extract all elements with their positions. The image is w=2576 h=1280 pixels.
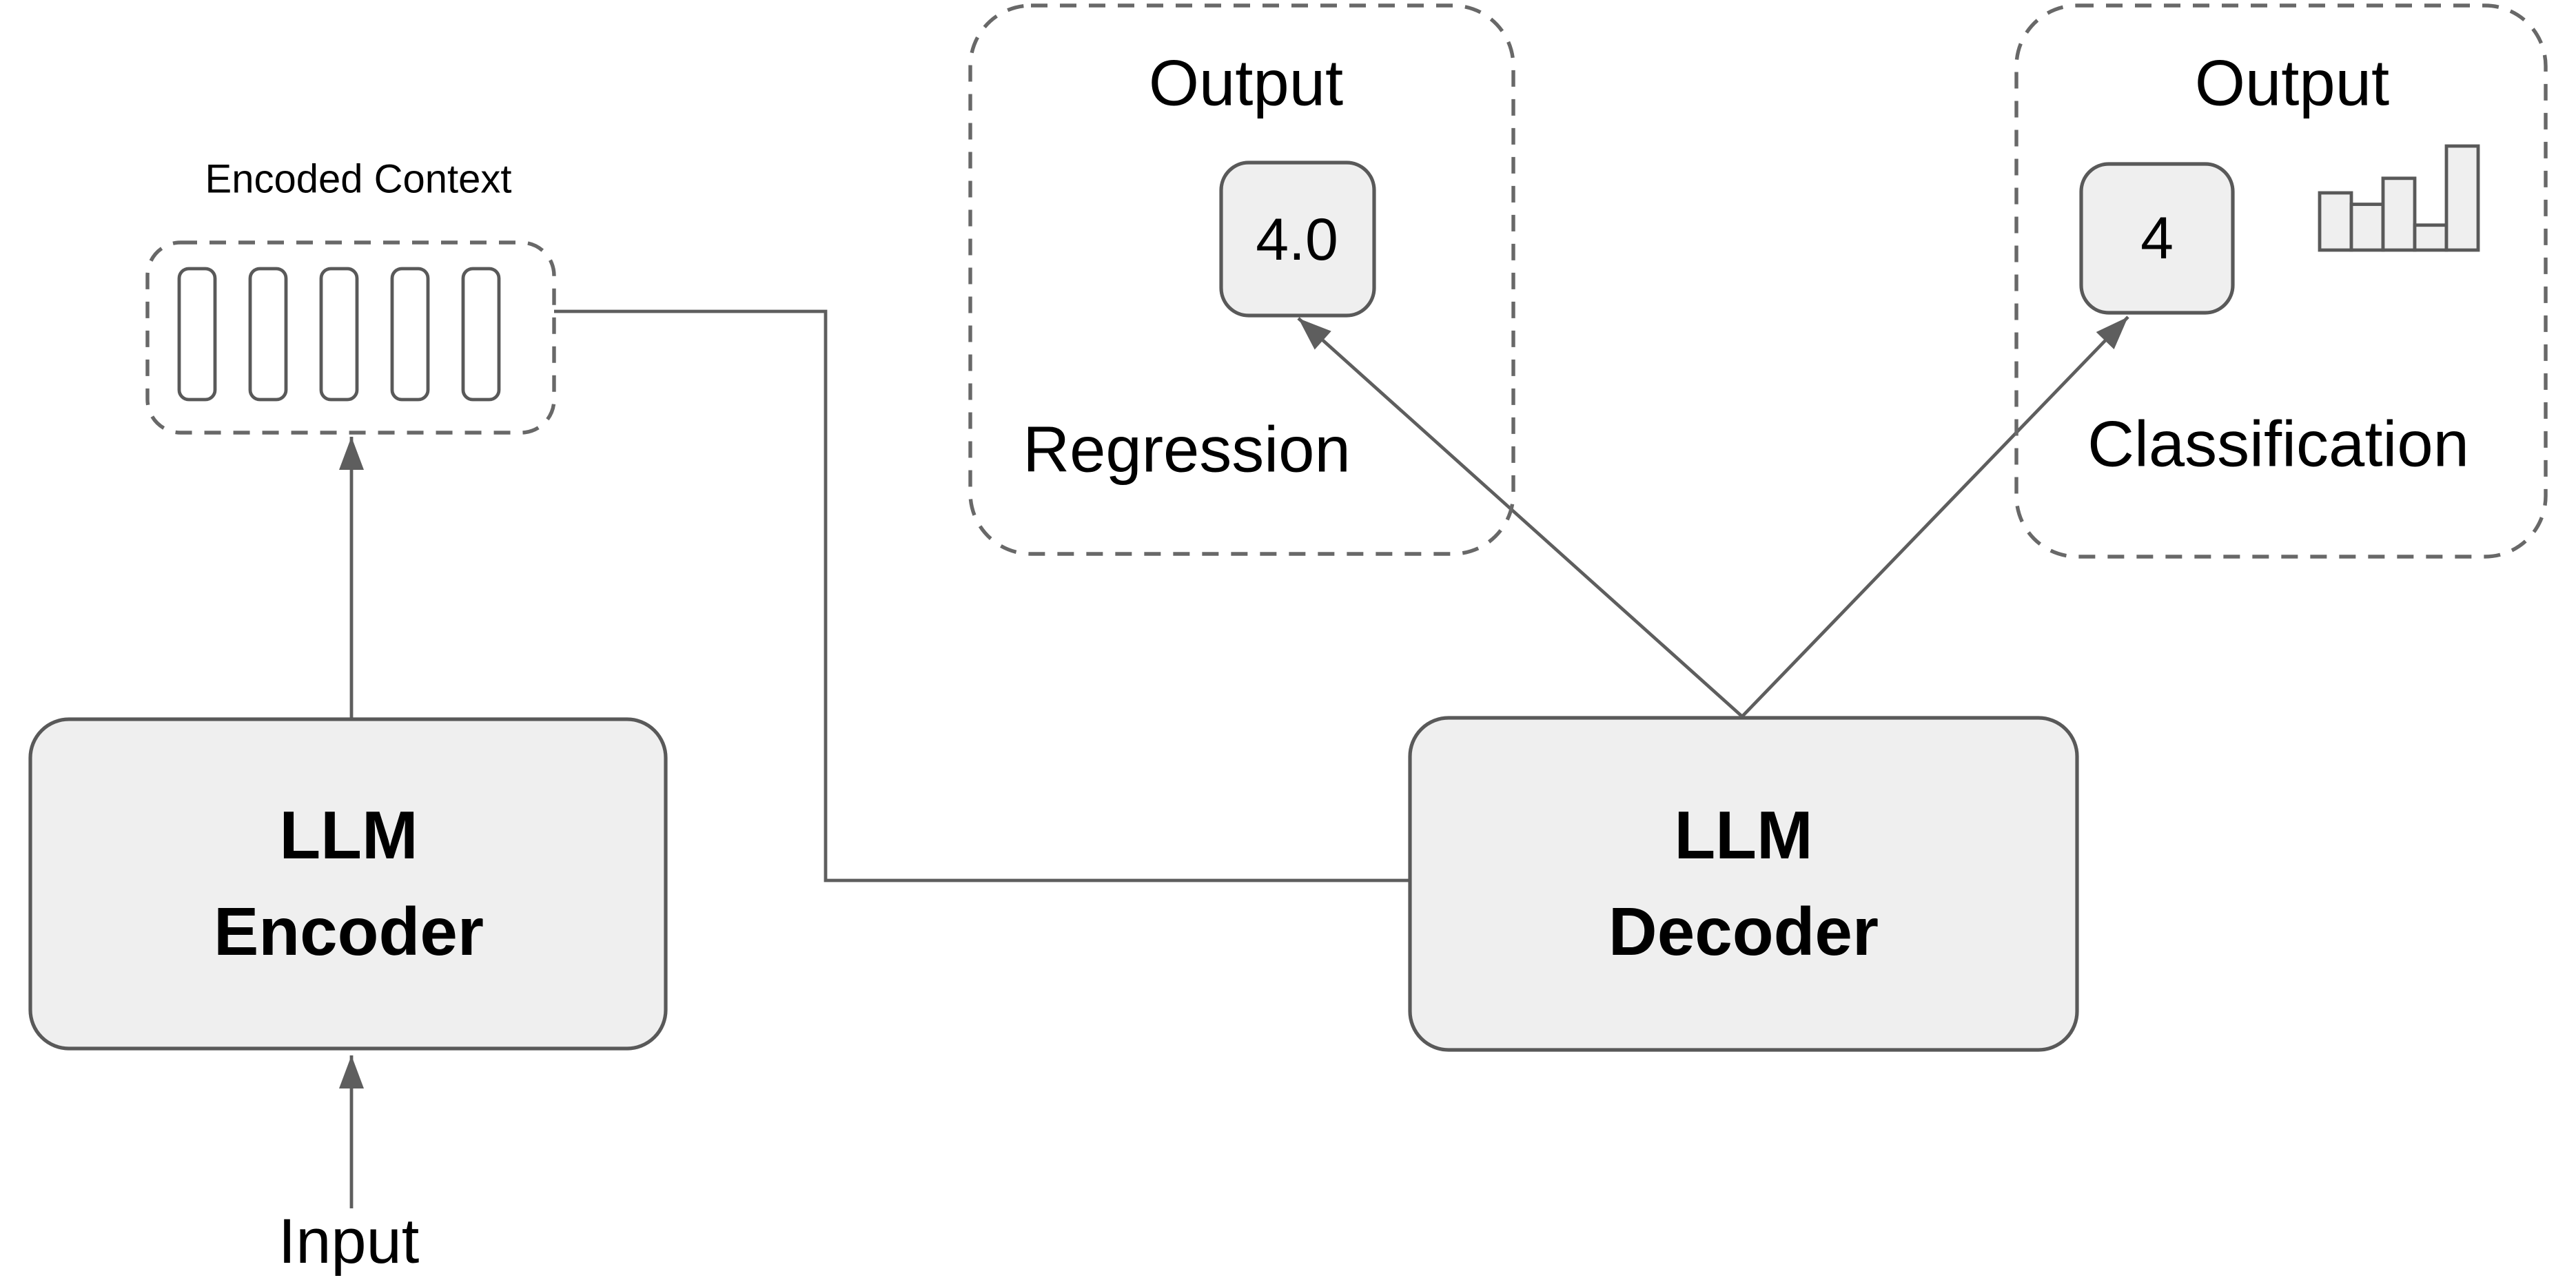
encoder-label-line2: Encoder — [214, 894, 484, 969]
histogram-bar — [2318, 191, 2353, 252]
histogram-bar — [2349, 203, 2385, 252]
classification-box — [2014, 3, 2548, 559]
classification-task-label: Classification — [2087, 408, 2469, 480]
encoded-context-group: Encoded Context — [145, 157, 556, 435]
encoded-context-box — [145, 240, 556, 435]
token-bar — [319, 267, 359, 402]
classification-group: Output 4 Classification — [2014, 3, 2548, 559]
encoder-label-line1: LLM — [279, 797, 418, 873]
decoder-to-regression-arrow — [1297, 317, 1744, 718]
classification-value: 4 — [2140, 205, 2174, 271]
token-bar — [461, 267, 501, 402]
histogram-bar — [2381, 176, 2417, 252]
decoder-box — [1408, 716, 2079, 1052]
encoder-box — [28, 717, 668, 1051]
encoded-context-label: Encoded Context — [205, 157, 512, 202]
regression-task-label: Regression — [1023, 413, 1350, 486]
decoder-to-classification-arrow — [1741, 316, 2129, 718]
decoder-group: LLM Decoder — [1408, 716, 2079, 1052]
regression-group: Output 4.0 Regression — [968, 3, 1515, 556]
encoder-group: LLM Encoder — [28, 717, 668, 1051]
regression-output-label: Output — [1149, 47, 1343, 119]
regression-box — [968, 3, 1515, 556]
input-label: Input — [278, 1206, 420, 1277]
classification-value-box — [2079, 162, 2235, 315]
token-bar — [248, 267, 288, 402]
encoded-token-bars — [177, 267, 501, 402]
decoder-label-line2: Decoder — [1608, 894, 1879, 969]
histogram-bar — [2413, 223, 2449, 252]
classification-output-label: Output — [2195, 47, 2389, 119]
histogram-bar — [2444, 144, 2480, 252]
histogram-icon — [2318, 144, 2480, 252]
decoder-label-line1: LLM — [1674, 797, 1812, 873]
regression-value: 4.0 — [1256, 207, 1338, 273]
regression-value-box — [1219, 161, 1376, 318]
context-to-decoder-connector — [554, 309, 1410, 882]
token-bar — [177, 267, 217, 402]
token-bar — [390, 267, 430, 402]
